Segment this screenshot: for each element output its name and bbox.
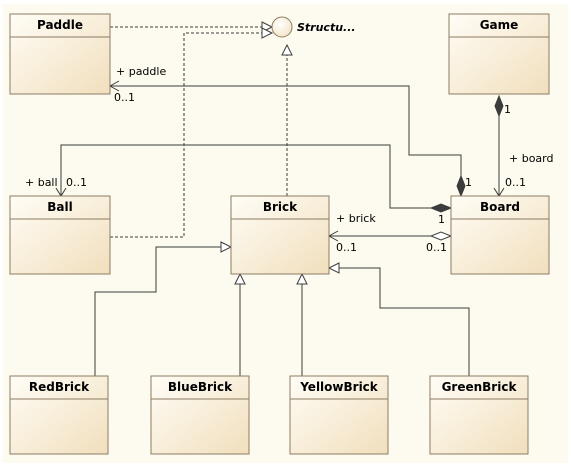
class-paddle[interactable]: Paddle: [9, 13, 111, 95]
class-brick[interactable]: Brick: [230, 195, 330, 275]
class-name: GreenBrick: [442, 380, 518, 394]
paddle-role-label: + paddle: [116, 65, 166, 78]
association-board-ball[interactable]: [55, 144, 453, 213]
class-yellowbrick[interactable]: YellowBrick: [289, 375, 389, 455]
generalization-redbrick-brick[interactable]: [94, 241, 233, 376]
brick-role-label: + brick: [336, 212, 376, 225]
class-name: BlueBrick: [168, 380, 233, 394]
class-name: Game: [480, 18, 519, 32]
game-board-source-multiplicity: 1: [504, 103, 511, 116]
board-brick-source-multiplicity: 0..1: [426, 241, 447, 254]
class-name: RedBrick: [29, 380, 90, 394]
ball-role-label: + ball: [25, 176, 58, 189]
interface-structure[interactable]: Structu...: [271, 16, 356, 38]
board-multiplicity: 0..1: [505, 176, 526, 189]
paddle-multiplicity: 0..1: [114, 91, 135, 104]
brick-multiplicity: 0..1: [336, 241, 357, 254]
ball-multiplicity: 0..1: [66, 176, 87, 189]
class-board[interactable]: Board: [450, 195, 550, 275]
class-name: Board: [480, 200, 520, 214]
generalization-yellowbrick-brick[interactable]: [296, 272, 308, 376]
class-name: Paddle: [37, 18, 83, 32]
association-board-brick[interactable]: [327, 230, 453, 242]
interface-name: Structu...: [297, 21, 356, 34]
realization-ball-structure[interactable]: [110, 27, 274, 238]
class-name: YellowBrick: [299, 380, 379, 394]
class-greenbrick[interactable]: GreenBrick: [429, 375, 529, 455]
board-paddle-source-multiplicity: 1: [465, 176, 472, 189]
class-name: Brick: [263, 200, 298, 214]
class-name: Ball: [47, 200, 72, 214]
realization-brick-structure[interactable]: [281, 43, 293, 196]
class-redbrick[interactable]: RedBrick: [9, 375, 109, 455]
board-role-label: + board: [509, 152, 553, 165]
board-ball-source-multiplicity: 1: [438, 213, 445, 226]
generalization-greenbrick-brick[interactable]: [327, 262, 470, 376]
class-bluebrick[interactable]: BlueBrick: [150, 375, 250, 455]
generalization-bluebrick-brick[interactable]: [234, 272, 246, 376]
class-game[interactable]: Game: [448, 13, 550, 95]
class-ball[interactable]: Ball: [9, 195, 111, 275]
interface-lollipop-icon: [271, 16, 293, 38]
